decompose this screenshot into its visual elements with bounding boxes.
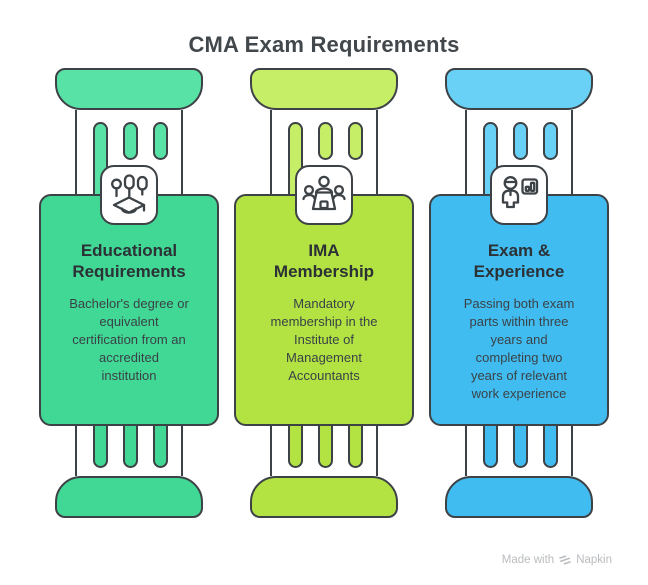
icon-badge (295, 165, 353, 225)
column-base (55, 476, 203, 518)
column-flute (483, 426, 498, 468)
column-shaft-bottom (270, 426, 378, 476)
column-flute (318, 426, 333, 468)
column-capital (445, 68, 593, 110)
footer-credit: Made with Napkin (502, 553, 612, 567)
team-meeting-icon (302, 175, 346, 211)
column-flute (153, 122, 168, 160)
pillar-exam-experience: Exam & Experience Passing both exam part… (429, 68, 609, 518)
card-description: Mandatory membership in the Institute of… (270, 295, 378, 384)
requirement-card: Educational Requirements Bachelor's degr… (39, 165, 219, 426)
column-flute (543, 426, 558, 468)
made-with-label: Made with (501, 554, 555, 566)
column-flute (93, 426, 108, 468)
column-flute (513, 122, 528, 160)
pillar-ima-membership: IMA Membership Mandatory membership in t… (234, 68, 414, 518)
column-flute (513, 426, 528, 468)
column-flute (123, 122, 138, 160)
card-title: Educational Requirements (72, 241, 186, 282)
requirement-card: IMA Membership Mandatory membership in t… (234, 165, 414, 426)
pillar-educational-requirements: Educational Requirements Bachelor's degr… (39, 68, 219, 518)
column-flute (318, 122, 333, 160)
column-flute (153, 426, 168, 468)
pillars-row: Educational Requirements Bachelor's degr… (0, 68, 648, 518)
column-base (445, 476, 593, 518)
card-description: Bachelor's degree or equivalent certific… (69, 295, 189, 384)
card-description: Passing both exam parts within three yea… (463, 295, 575, 402)
napkin-logo-icon (559, 555, 571, 565)
column-flute (543, 122, 558, 160)
column-shaft-bottom (75, 426, 183, 476)
column-shaft-bottom (465, 426, 573, 476)
presenter-chart-icon (501, 176, 539, 209)
column-flute (288, 426, 303, 468)
column-flute (348, 122, 363, 160)
card-title: Exam & Experience (473, 241, 565, 282)
column-base (250, 476, 398, 518)
column-flute (348, 426, 363, 468)
education-graduation-cap-icon (111, 174, 148, 214)
column-capital (250, 68, 398, 110)
column-flute (123, 426, 138, 468)
page-title: CMA Exam Requirements (188, 32, 460, 57)
column-capital (55, 68, 203, 110)
requirement-card: Exam & Experience Passing both exam part… (429, 165, 609, 426)
card-title: IMA Membership (273, 241, 375, 282)
icon-badge (490, 165, 548, 225)
brand-label: Napkin (576, 554, 612, 566)
icon-badge (100, 165, 158, 225)
